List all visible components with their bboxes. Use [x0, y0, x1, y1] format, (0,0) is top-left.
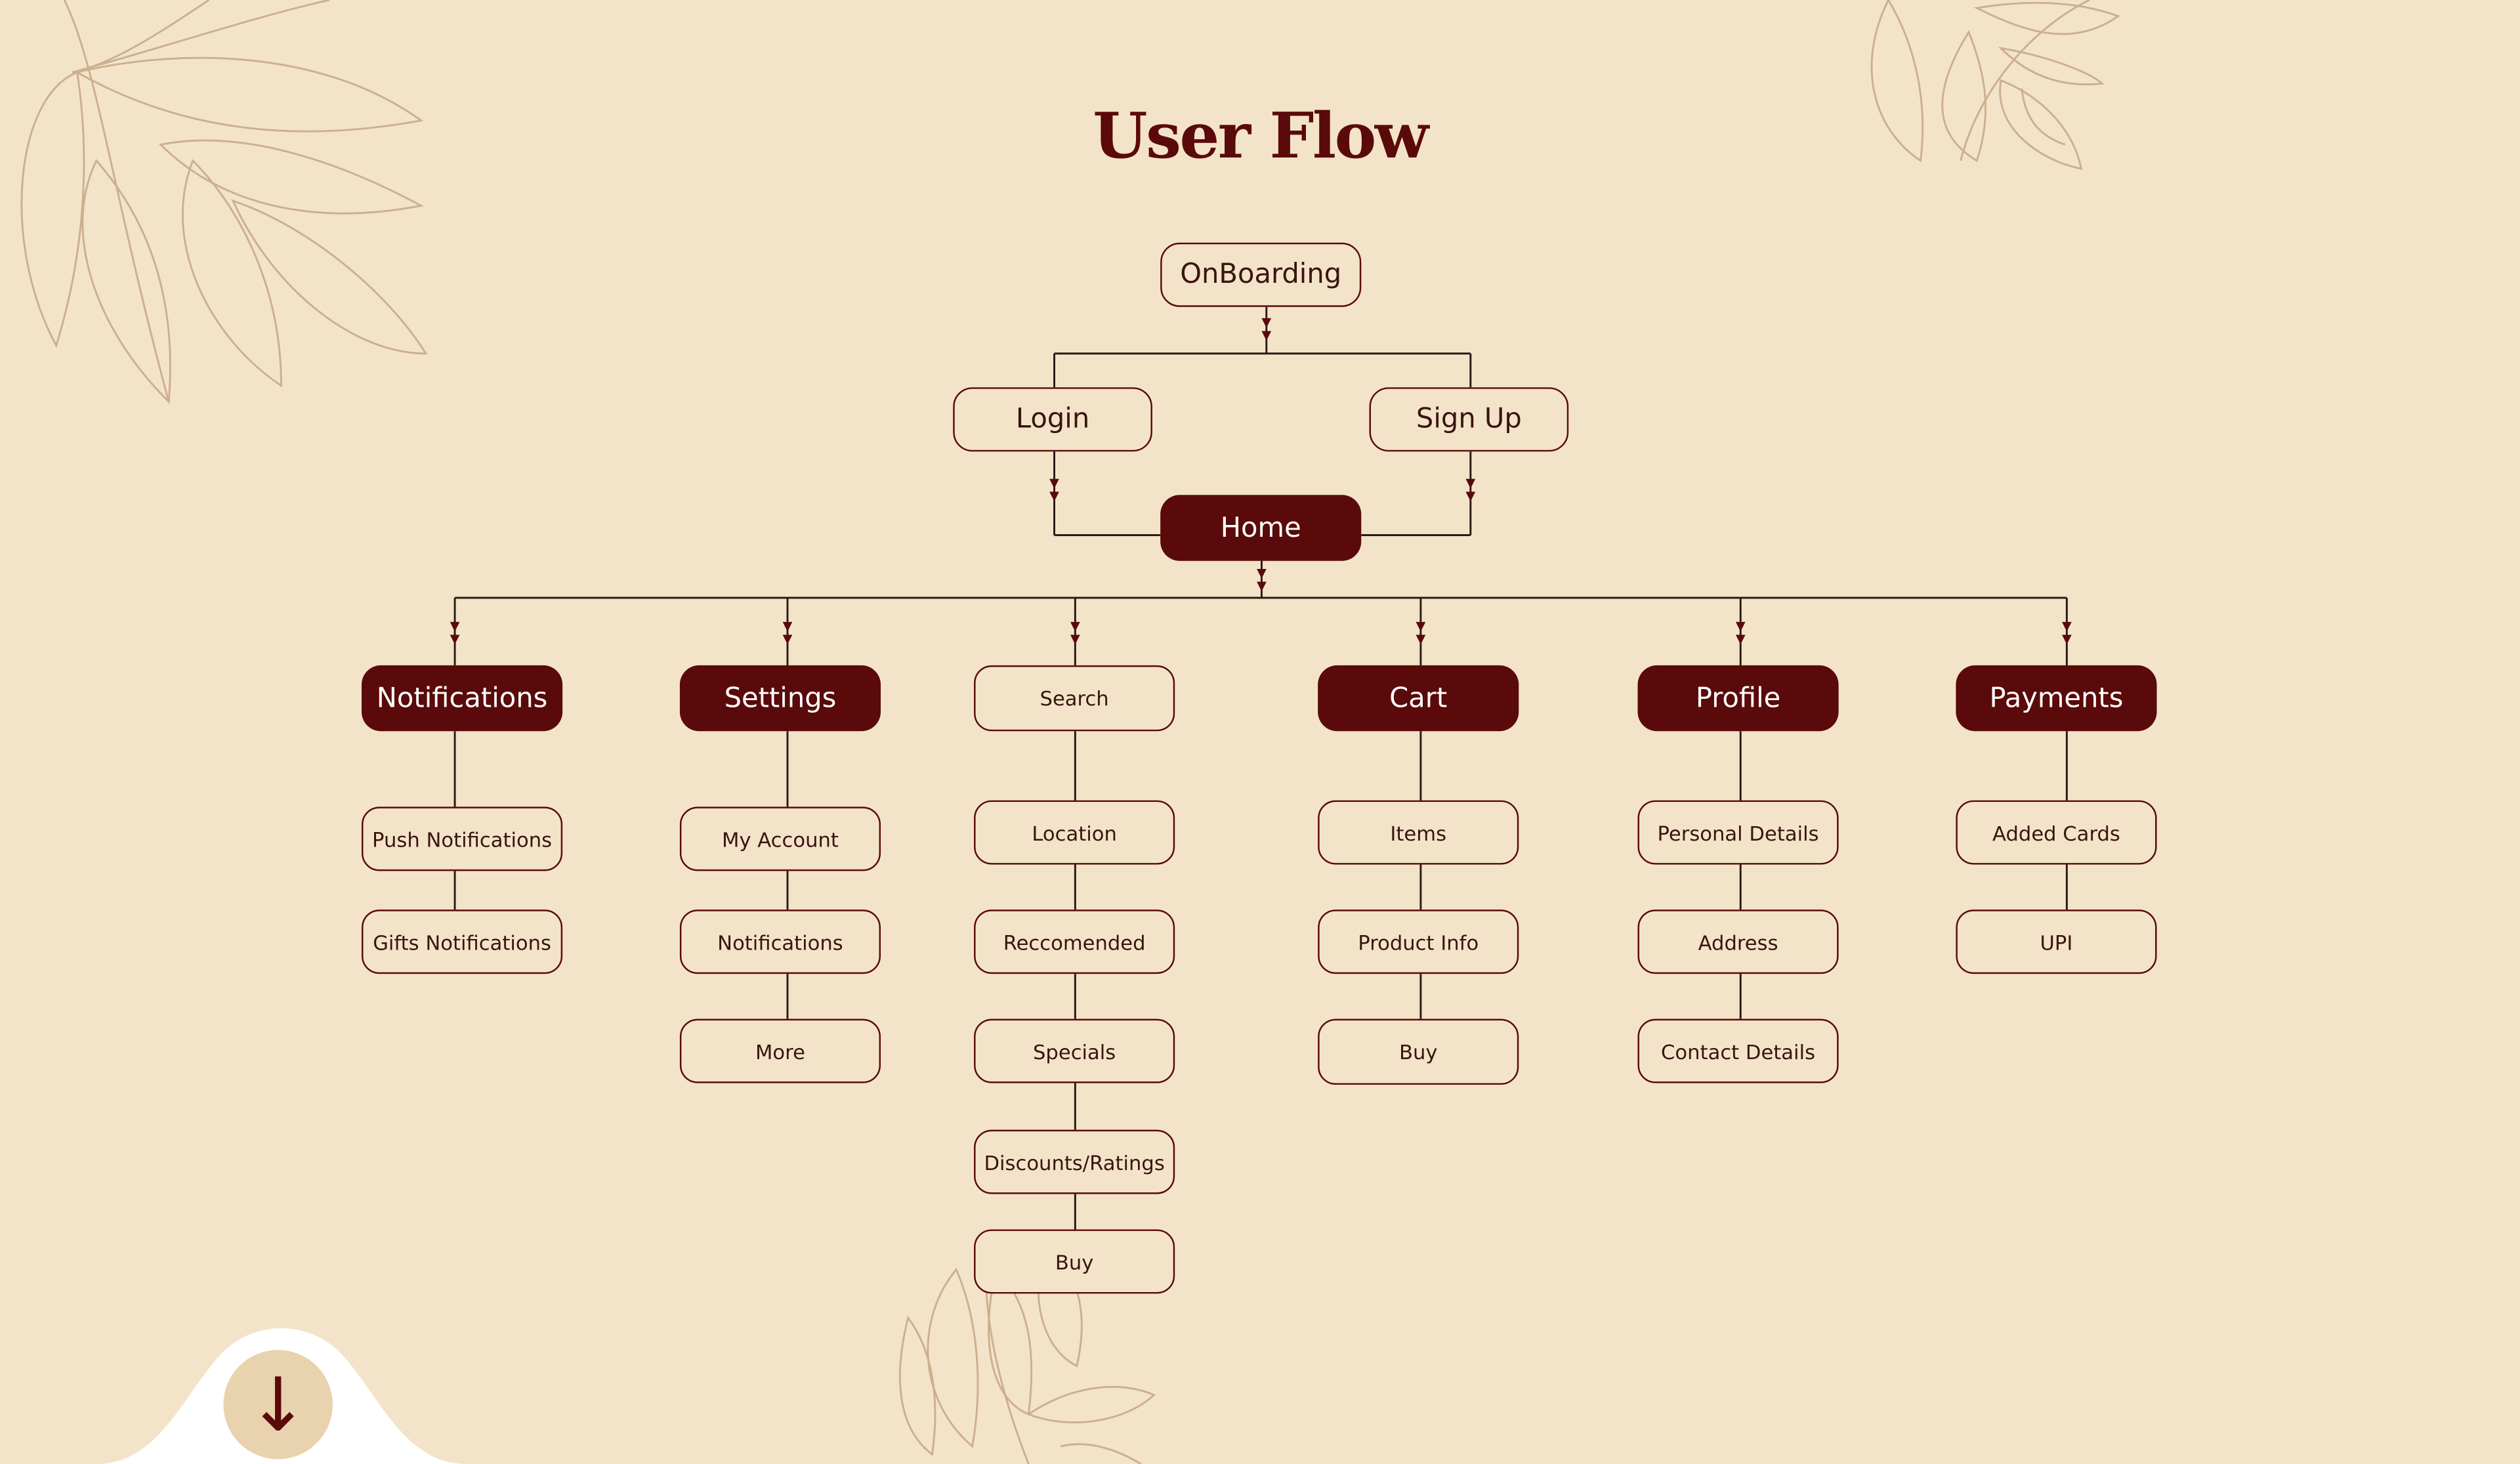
node-profile[interactable]: Profile	[1637, 665, 1839, 732]
node-added-cards[interactable]: Added Cards	[1956, 800, 2157, 865]
node-personal-details[interactable]: Personal Details	[1637, 800, 1839, 865]
node-login[interactable]: Login	[953, 387, 1152, 452]
node-contact-details[interactable]: Contact Details	[1637, 1018, 1839, 1083]
node-payments[interactable]: Payments	[1956, 665, 2157, 732]
node-search-buy[interactable]: Buy	[974, 1229, 1175, 1294]
node-my-account[interactable]: My Account	[679, 806, 881, 871]
node-settings-notifications[interactable]: Notifications	[679, 910, 881, 974]
node-more[interactable]: More	[679, 1018, 881, 1083]
node-items[interactable]: Items	[1318, 800, 1519, 865]
arrow-down-icon: ↓	[247, 1361, 309, 1448]
node-gifts-notifications[interactable]: Gifts Notifications	[362, 910, 563, 974]
node-address[interactable]: Address	[1637, 910, 1839, 974]
node-specials[interactable]: Specials	[974, 1018, 1175, 1083]
node-location[interactable]: Location	[974, 800, 1175, 865]
node-onboarding[interactable]: OnBoarding	[1160, 242, 1362, 307]
node-discounts-ratings[interactable]: Discounts/Ratings	[974, 1129, 1175, 1194]
scroll-button-container: ↓	[96, 1318, 466, 1464]
node-cart-buy[interactable]: Buy	[1318, 1018, 1519, 1085]
node-settings[interactable]: Settings	[679, 665, 881, 732]
node-notifications[interactable]: Notifications	[362, 665, 563, 732]
node-cart[interactable]: Cart	[1318, 665, 1519, 732]
page-title: User Flow	[1093, 99, 1429, 174]
node-push-notifications[interactable]: Push Notifications	[362, 806, 563, 871]
node-upi[interactable]: UPI	[1956, 910, 2157, 974]
scroll-down-button[interactable]: ↓	[223, 1350, 333, 1459]
node-sign-up[interactable]: Sign Up	[1369, 387, 1569, 452]
node-home[interactable]: Home	[1160, 495, 1362, 561]
node-recommended[interactable]: Reccomended	[974, 910, 1175, 974]
node-product-info[interactable]: Product Info	[1318, 910, 1519, 974]
node-search[interactable]: Search	[974, 665, 1175, 732]
